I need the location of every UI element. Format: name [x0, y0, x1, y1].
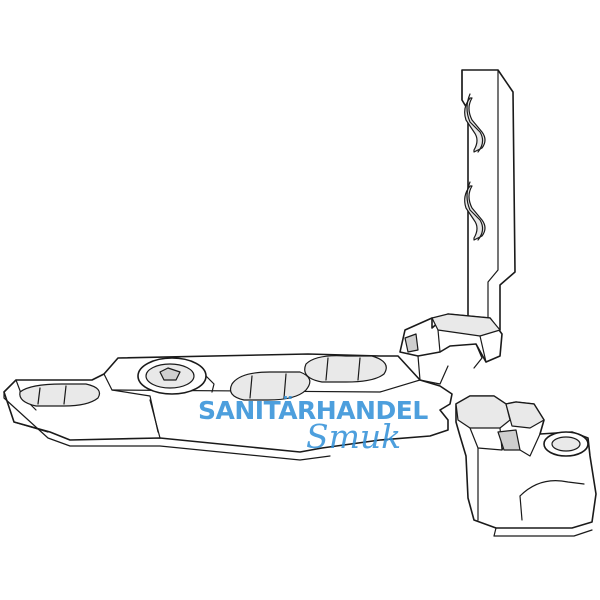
latch-block-upper — [399, 313, 503, 385]
horizontal-arm — [3, 353, 453, 461]
arm-slot-right — [304, 355, 387, 383]
plate-slot-upper — [464, 97, 486, 153]
corner-block — [455, 395, 597, 537]
arm-slot-left — [19, 383, 101, 407]
arm-slot-middle — [229, 371, 311, 401]
plate-slot-lower — [464, 185, 486, 241]
vertical-plate — [461, 69, 516, 331]
